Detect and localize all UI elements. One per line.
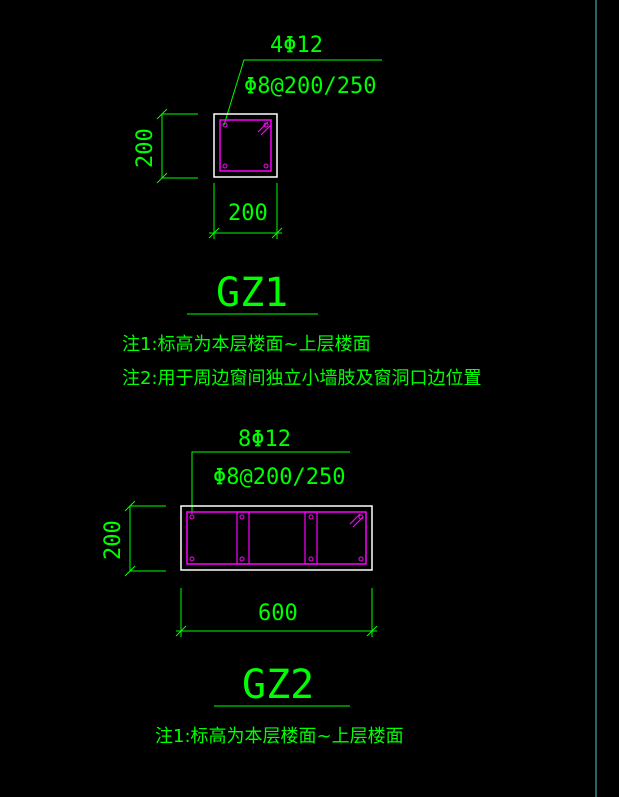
gz2-rebar bbox=[308, 556, 314, 562]
gz2-rebar bbox=[358, 514, 364, 520]
gz2-stirrup-outer bbox=[186, 511, 367, 565]
gz2-dim-width-label: 600 bbox=[258, 601, 298, 626]
gz1-rebar bbox=[263, 122, 269, 128]
gz1-note-2: 注2:用于周边窗间独立小墙肢及窗洞口边位置 bbox=[122, 368, 482, 389]
gz1-section: 4Φ12 Φ8@200/250 200 200 GZ1 注1:标高为本层楼面~上… bbox=[122, 33, 482, 389]
gz1-dim-width-label: 200 bbox=[228, 201, 268, 226]
gz2-title: GZ2 bbox=[242, 662, 314, 708]
gz2-main-rebar-label: 8Φ12 bbox=[238, 427, 291, 452]
gz2-inner-tie bbox=[304, 511, 318, 565]
gz2-rebar bbox=[189, 556, 195, 562]
gz2-inner-tie bbox=[236, 511, 250, 565]
gz1-stirrup-label: Φ8@200/250 bbox=[244, 74, 376, 99]
gz2-note-1: 注1:标高为本层楼面~上层楼面 bbox=[155, 726, 404, 747]
gz2-stirrup-hook bbox=[349, 513, 361, 525]
gz2-section: 8Φ12 Φ8@200/250 200 600 G bbox=[101, 427, 404, 747]
gz2-dim-tick bbox=[124, 565, 136, 577]
gz1-rebar bbox=[222, 163, 228, 169]
gz1-dim-tick bbox=[208, 227, 220, 239]
gz1-dim-tick bbox=[156, 172, 168, 184]
gz2-section-outline bbox=[180, 505, 373, 571]
gz2-rebar bbox=[358, 556, 364, 562]
gz1-stirrup-hook bbox=[260, 124, 272, 136]
gz1-dim-tick bbox=[156, 108, 168, 120]
gz1-note-1: 注1:标高为本层楼面~上层楼面 bbox=[122, 334, 371, 355]
gz1-rebar bbox=[222, 122, 228, 128]
gz1-stirrup-hook bbox=[257, 121, 269, 133]
gz2-dim-tick bbox=[366, 625, 378, 637]
gz2-rebar bbox=[239, 514, 245, 520]
gz2-leader-line bbox=[191, 451, 350, 514]
gz1-dim-tick bbox=[271, 227, 283, 239]
gz2-rebar bbox=[239, 556, 245, 562]
gz1-main-rebar-label: 4Φ12 bbox=[270, 33, 323, 58]
gz2-rebar bbox=[308, 514, 314, 520]
gz1-title: GZ1 bbox=[216, 270, 288, 316]
gz1-leader-line bbox=[223, 59, 382, 126]
gz1-stirrup bbox=[219, 119, 272, 172]
gz1-rebar bbox=[263, 163, 269, 169]
gz2-dim-tick bbox=[124, 500, 136, 512]
gz2-rebar bbox=[189, 514, 195, 520]
gz2-dim-height-label: 200 bbox=[101, 520, 126, 560]
gz1-section-outline bbox=[213, 113, 278, 178]
gz2-stirrup-label: Φ8@200/250 bbox=[213, 465, 345, 490]
gz1-dim-height-label: 200 bbox=[133, 128, 158, 168]
gz2-dim-tick bbox=[175, 625, 187, 637]
